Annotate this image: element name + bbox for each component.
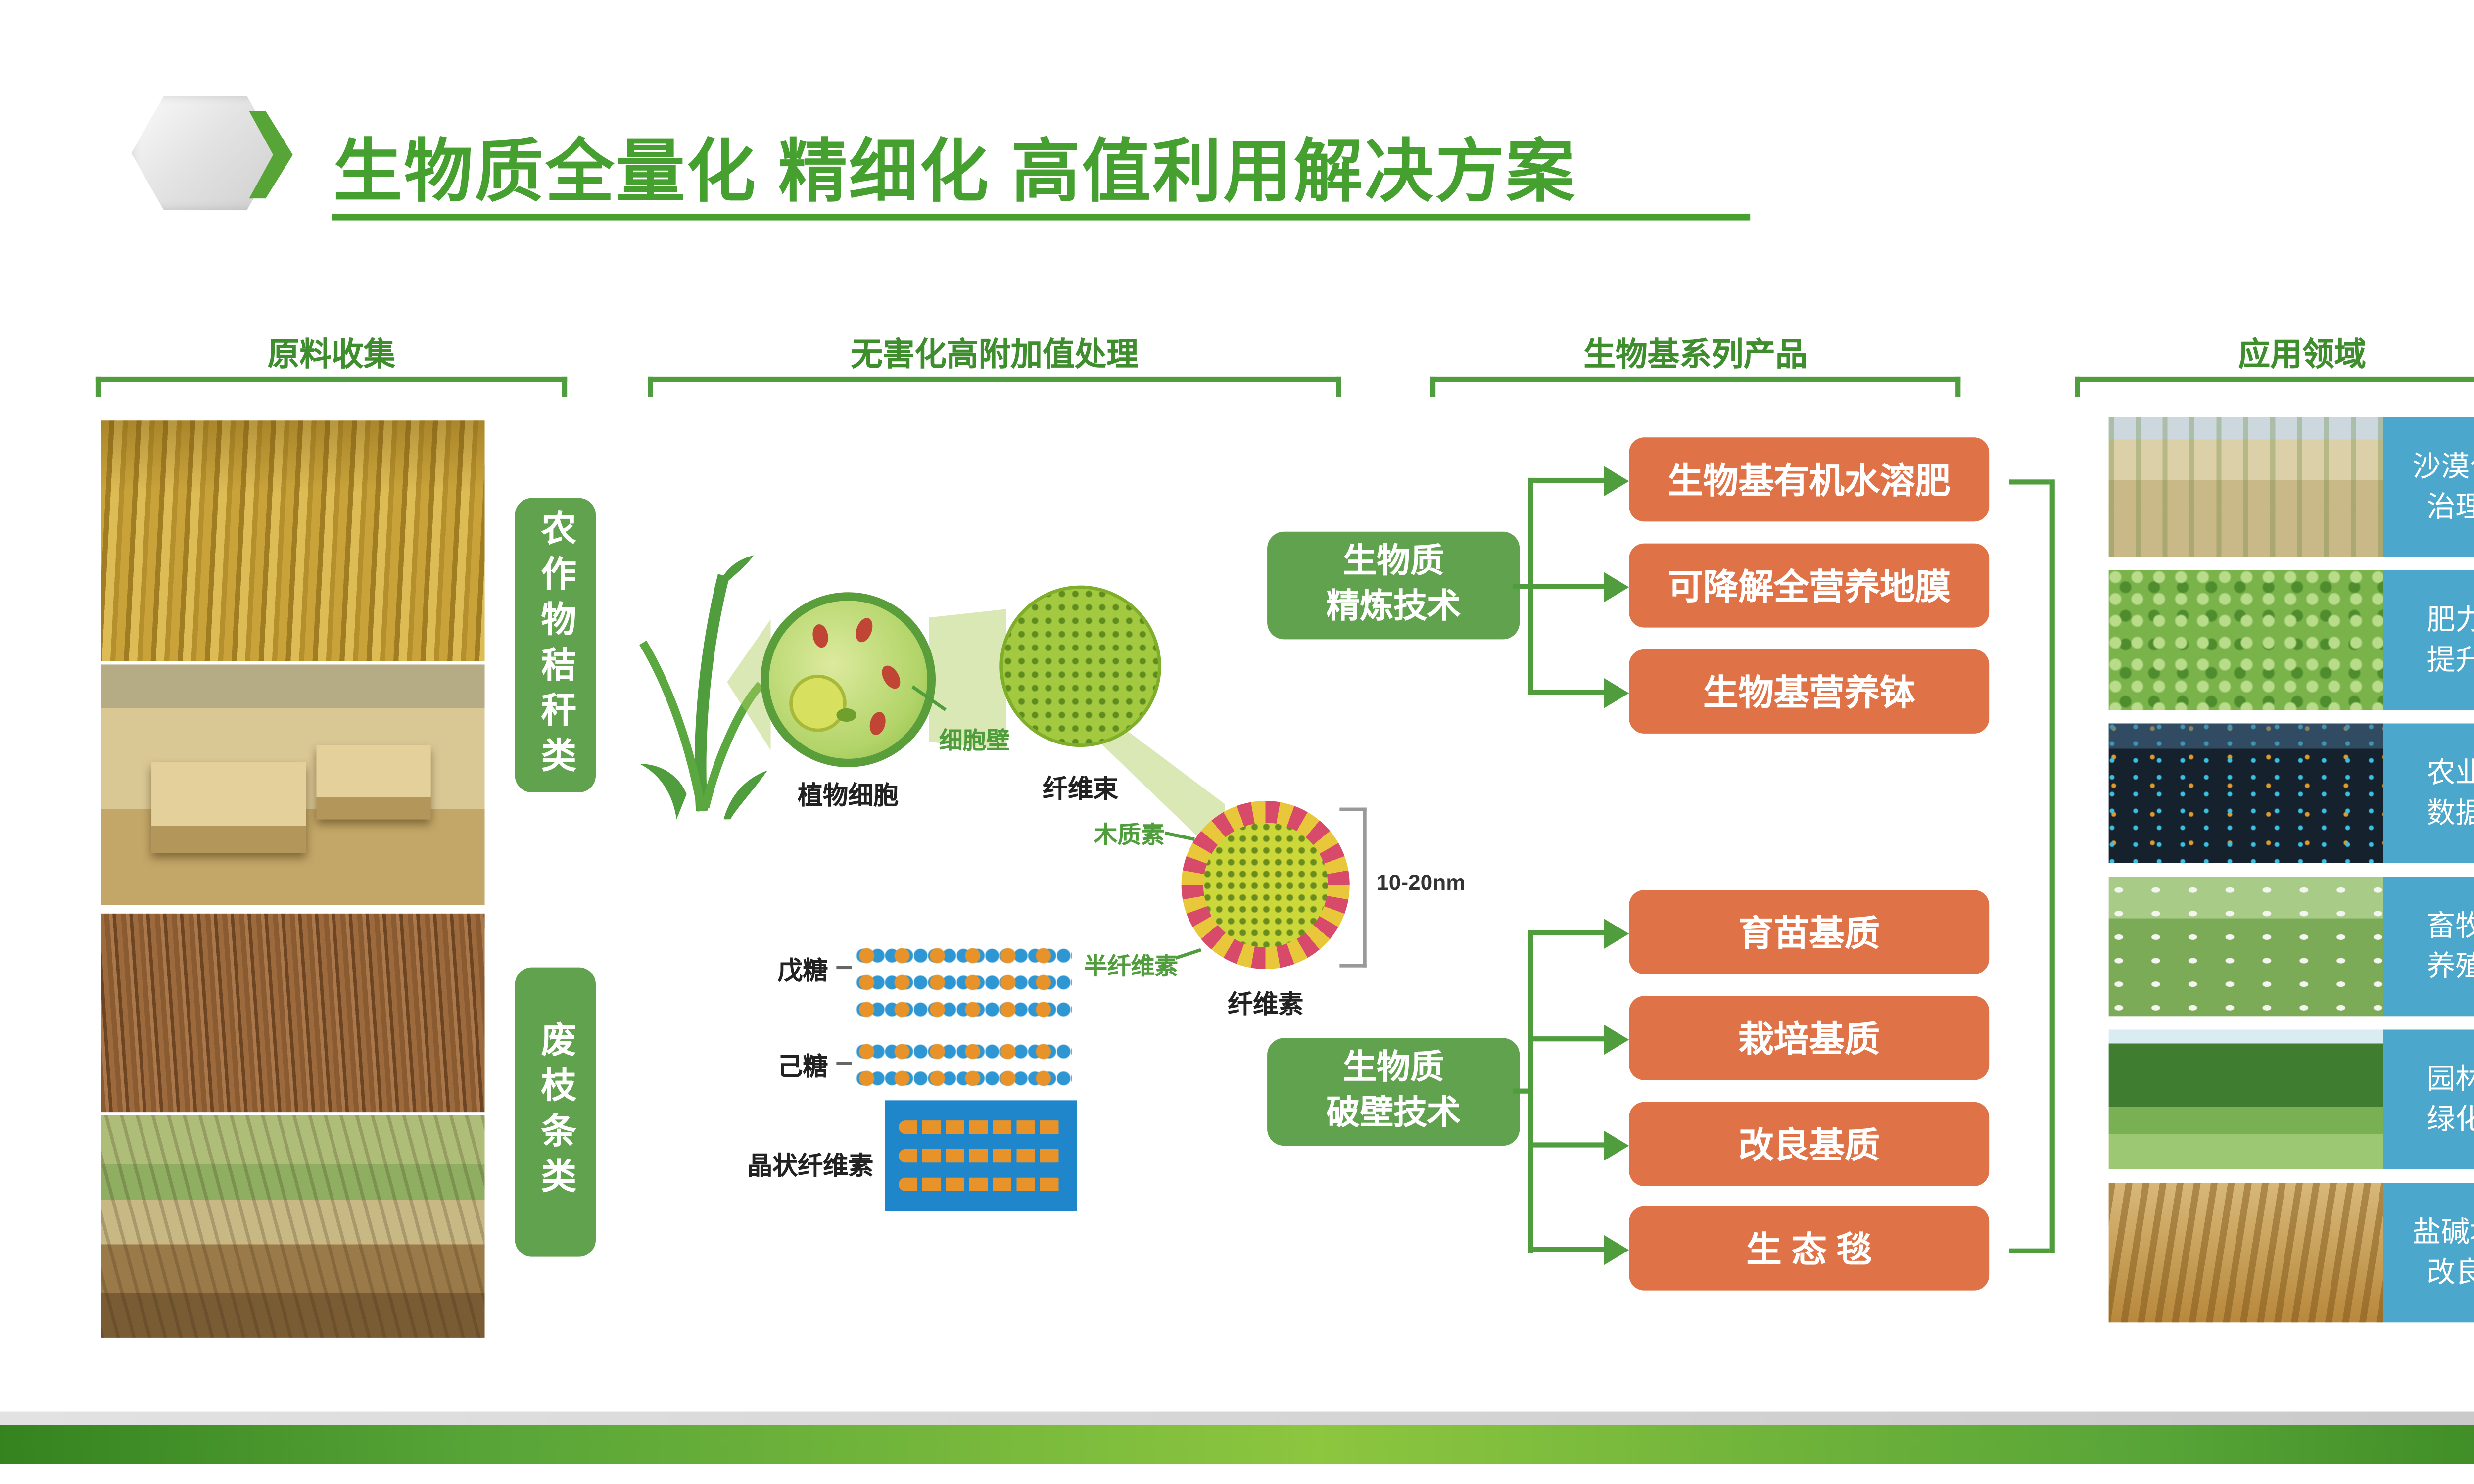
group-bracket (2009, 479, 2050, 485)
sugar-chain-row (856, 999, 1072, 1020)
label-lignin: 木质素 (1094, 821, 1165, 848)
product-improvement-substrate: 改良基质 (1629, 1102, 1990, 1186)
tech-box-refining: 生物质 精炼技术 (1267, 531, 1520, 640)
label-pentose: 戊糖 (777, 957, 828, 986)
arrow-icon (1604, 919, 1629, 949)
connector (1528, 1142, 1606, 1148)
photo-livestock (2108, 876, 2383, 1017)
arrow-icon (1604, 1024, 1629, 1055)
label-crystalline-cellulose: 晶状纤维素 (747, 1152, 874, 1181)
cellulose-chain (899, 1120, 1064, 1134)
label-hemicellulose: 半纤维素 (1084, 952, 1178, 979)
cell-organelle (878, 662, 904, 692)
product-bio-water-soluble-fertilizer: 生物基有机水溶肥 (1629, 437, 1990, 522)
fiber-cross-section-diagram (1181, 800, 1350, 970)
photo-saline-soil (2108, 1183, 2383, 1323)
product-eco-blanket: 生 态 毯 (1629, 1206, 1990, 1291)
dimension-tick-bottom (1339, 964, 1367, 968)
connector (1528, 930, 1606, 936)
cellulose-chain (899, 1177, 1064, 1192)
section-title-collection: 原料收集 (267, 338, 396, 374)
connector (1528, 930, 1533, 1253)
sugar-chain-row (856, 1041, 1072, 1062)
section-title-applications: 应用领域 (2238, 338, 2367, 374)
cell-organelle (867, 710, 888, 737)
tech-box-wall-breaking: 生物质 破壁技术 (1267, 1038, 1520, 1146)
arrow-icon (1604, 1130, 1629, 1161)
app-label-agriculture-data: 农业 数据 (2383, 723, 2474, 863)
title-underline (332, 213, 1751, 221)
label-scale: 10-20nm (1377, 870, 1466, 895)
connector (1513, 1088, 1532, 1094)
connector (1528, 584, 1606, 589)
label-fiber-bundle: 纤维束 (1042, 775, 1119, 804)
pentose-connector (836, 966, 852, 970)
app-label-fertility: 肥力 提升 (2383, 570, 2474, 710)
product-bio-nutrient-pot: 生物基营养钵 (1629, 649, 1990, 734)
photo-orchard-pruning (101, 1115, 485, 1338)
arrow-icon (1604, 466, 1629, 497)
product-degradable-mulch-film: 可降解全营养地膜 (1629, 543, 1990, 628)
section-title-processing: 无害化高附加值处理 (851, 338, 1139, 374)
crystalline-cellulose-diagram (885, 1100, 1077, 1211)
fiber-bundle-diagram (999, 585, 1161, 747)
zoom-beam (929, 609, 1006, 750)
straw-bale (316, 745, 431, 820)
cellulose-core (1203, 823, 1328, 947)
product-seedling-substrate: 育苗基质 (1629, 890, 1990, 974)
cell-organelle (836, 708, 857, 722)
product-cultivation-substrate: 栽培基质 (1629, 996, 1990, 1080)
photo-corn-straw (101, 420, 485, 661)
photo-fertility (2108, 570, 2383, 710)
label-crop-straw-group: 农作物秸秆类 (515, 498, 596, 792)
sugar-chain-row (856, 1068, 1072, 1089)
straw-bale (151, 762, 307, 853)
pointer-hemicellulose (1175, 948, 1202, 960)
cell-organelle (810, 623, 830, 649)
cellulose-chain (899, 1149, 1064, 1163)
connector (1528, 477, 1606, 483)
footer-green-ribbon (0, 1425, 2474, 1464)
connector (1513, 584, 1532, 589)
arrow-icon (1604, 678, 1629, 708)
app-label-desertification: 沙漠化 治理 (2383, 417, 2474, 557)
arrow-icon (1604, 572, 1629, 603)
hexose-connector (836, 1062, 852, 1065)
connector (1528, 1247, 1606, 1252)
bracket-collection (95, 376, 568, 397)
dimension-tick-top (1339, 807, 1367, 811)
label-cellulose: 纤维素 (1228, 991, 1304, 1020)
connector (1528, 690, 1606, 695)
app-label-livestock: 畜牧 养殖 (2383, 876, 2474, 1017)
label-waste-branch-group: 废枝条类 (515, 967, 596, 1257)
photo-landscaping (2108, 1029, 2383, 1169)
group-bracket (2009, 1248, 2050, 1253)
arrow-icon (1604, 1235, 1629, 1265)
label-cell-wall: 细胞壁 (939, 727, 1010, 754)
sugar-chain-row (856, 972, 1072, 993)
page-title: 生物质全量化 精细化 高值利用解决方案 (333, 133, 1577, 211)
photo-desertification (2108, 417, 2383, 557)
label-hexose: 己糖 (777, 1053, 828, 1082)
cell-organelle (853, 615, 876, 645)
cell-nucleus (789, 674, 847, 732)
photo-straw-bales (101, 664, 485, 905)
app-label-saline-soil: 盐碱地 改良 (2383, 1183, 2474, 1323)
photo-agriculture-data (2108, 723, 2383, 863)
pointer-lignin (1164, 831, 1195, 841)
app-label-landscaping: 园林 绿化 (2383, 1029, 2474, 1169)
section-title-products: 生物基系列产品 (1583, 338, 1808, 374)
group-bracket (2049, 479, 2055, 1253)
bracket-applications (2075, 376, 2474, 397)
photo-waste-branches (101, 913, 485, 1113)
sugar-chain-row (856, 945, 1072, 966)
label-plant-cell: 植物细胞 (798, 782, 899, 811)
plant-cell-diagram (761, 592, 936, 767)
connector (1528, 1036, 1606, 1042)
plant-illustration (639, 555, 767, 820)
bracket-products (1430, 376, 1961, 397)
bracket-processing (648, 376, 1341, 397)
dimension-line (1363, 807, 1367, 968)
